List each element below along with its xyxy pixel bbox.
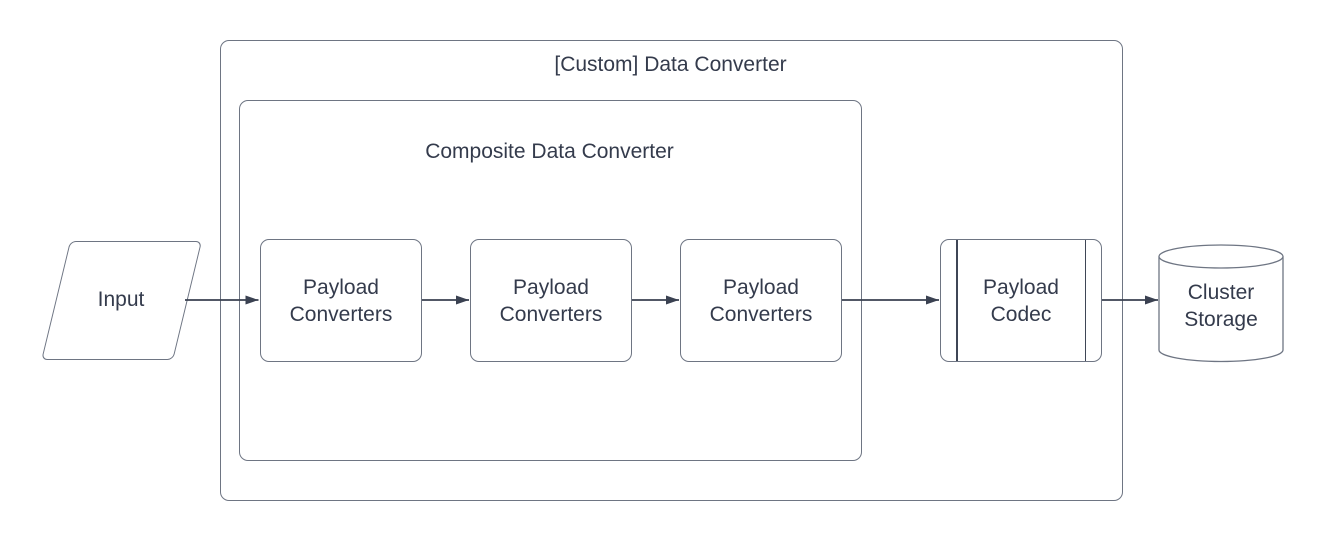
payload-codec-label: Payload Codec	[983, 275, 1059, 326]
payload-converters-node-3: Payload Converters	[680, 239, 842, 362]
payload-converters-label-3: Payload Converters	[709, 275, 813, 326]
cluster-storage-node: Cluster Storage	[1159, 251, 1283, 361]
payload-converters-node-2: Payload Converters	[470, 239, 632, 362]
inner-container-composite-data-converter	[239, 100, 862, 461]
outer-container-custom-data-converter	[220, 40, 1123, 501]
payload-converters-node-1: Payload Converters	[260, 239, 422, 362]
input-node-label: Input	[97, 288, 145, 311]
inner-container-title: Composite Data Converter	[425, 140, 674, 163]
codec-left-bar	[956, 240, 958, 361]
payload-codec-node: Payload Codec	[940, 239, 1102, 362]
outer-container-title: [Custom] Data Converter	[554, 53, 787, 76]
payload-converters-label-1: Payload Converters	[289, 275, 393, 326]
codec-right-bar	[1084, 240, 1086, 361]
cluster-storage-cylinder-shape	[1158, 244, 1284, 363]
payload-converters-label-2: Payload Converters	[499, 275, 603, 326]
cluster-storage-label: Cluster Storage	[1184, 281, 1258, 331]
